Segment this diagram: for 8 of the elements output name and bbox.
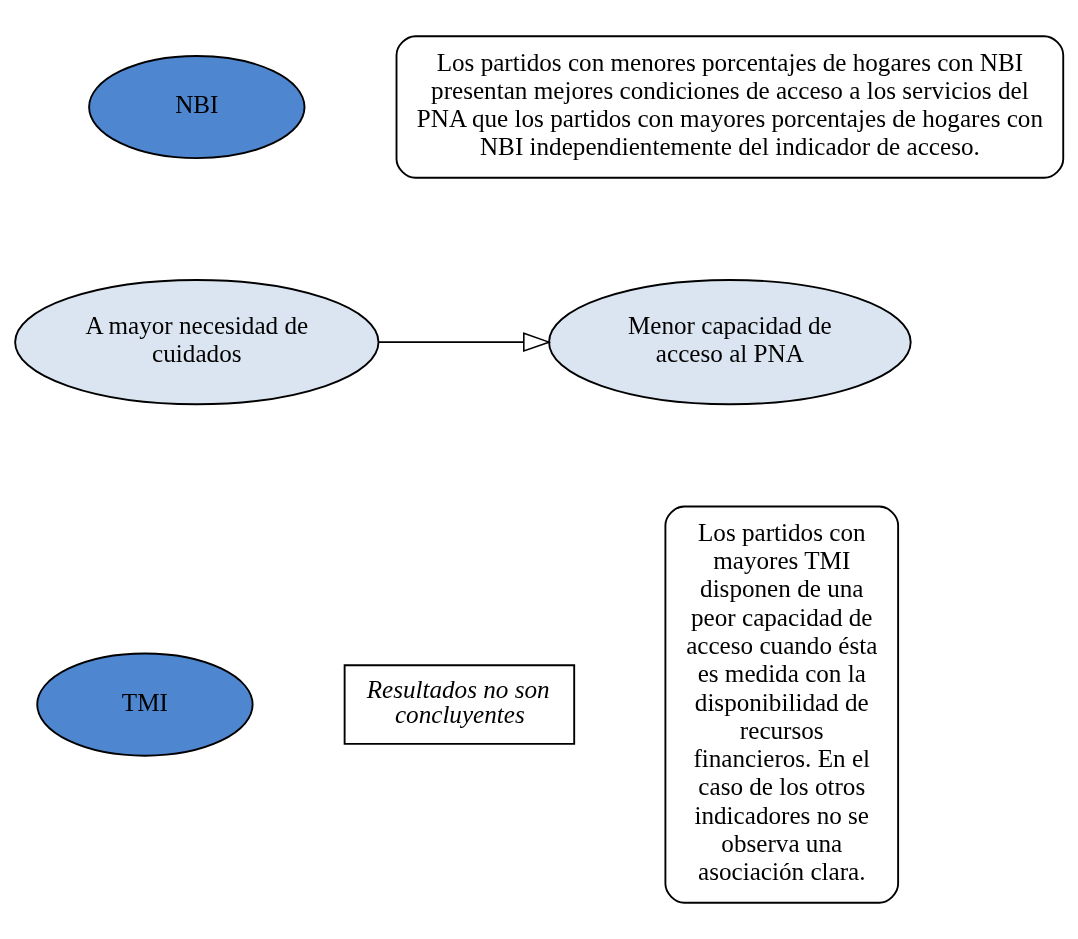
arrow	[378, 332, 552, 353]
node-ellipse: A mayor necesidad de cuidados	[14, 279, 380, 406]
node-ellipse: NBI	[88, 55, 306, 160]
node-box: Los partidos con mayores TMI disponen de una peor capacidad de acceso cuando ésta es medida con la disponibilidad de recursos financieros. En el caso de los otros indicadores no se observa una asociación clara.	[664, 505, 900, 904]
node-ellipse: TMI	[36, 652, 254, 757]
node-box: Los partidos con menores porcentajes de hogares con NBI presentan mejores condiciones de acceso a los servicios del PNA que los partidos con mayores porcentajes de hogares con NBI independientemente del indicador de acceso.	[395, 35, 1065, 179]
node-ellipse: Menor capacidad de acceso al PNA	[548, 279, 912, 406]
node-box: Resultados no son concluyentes	[343, 664, 576, 745]
